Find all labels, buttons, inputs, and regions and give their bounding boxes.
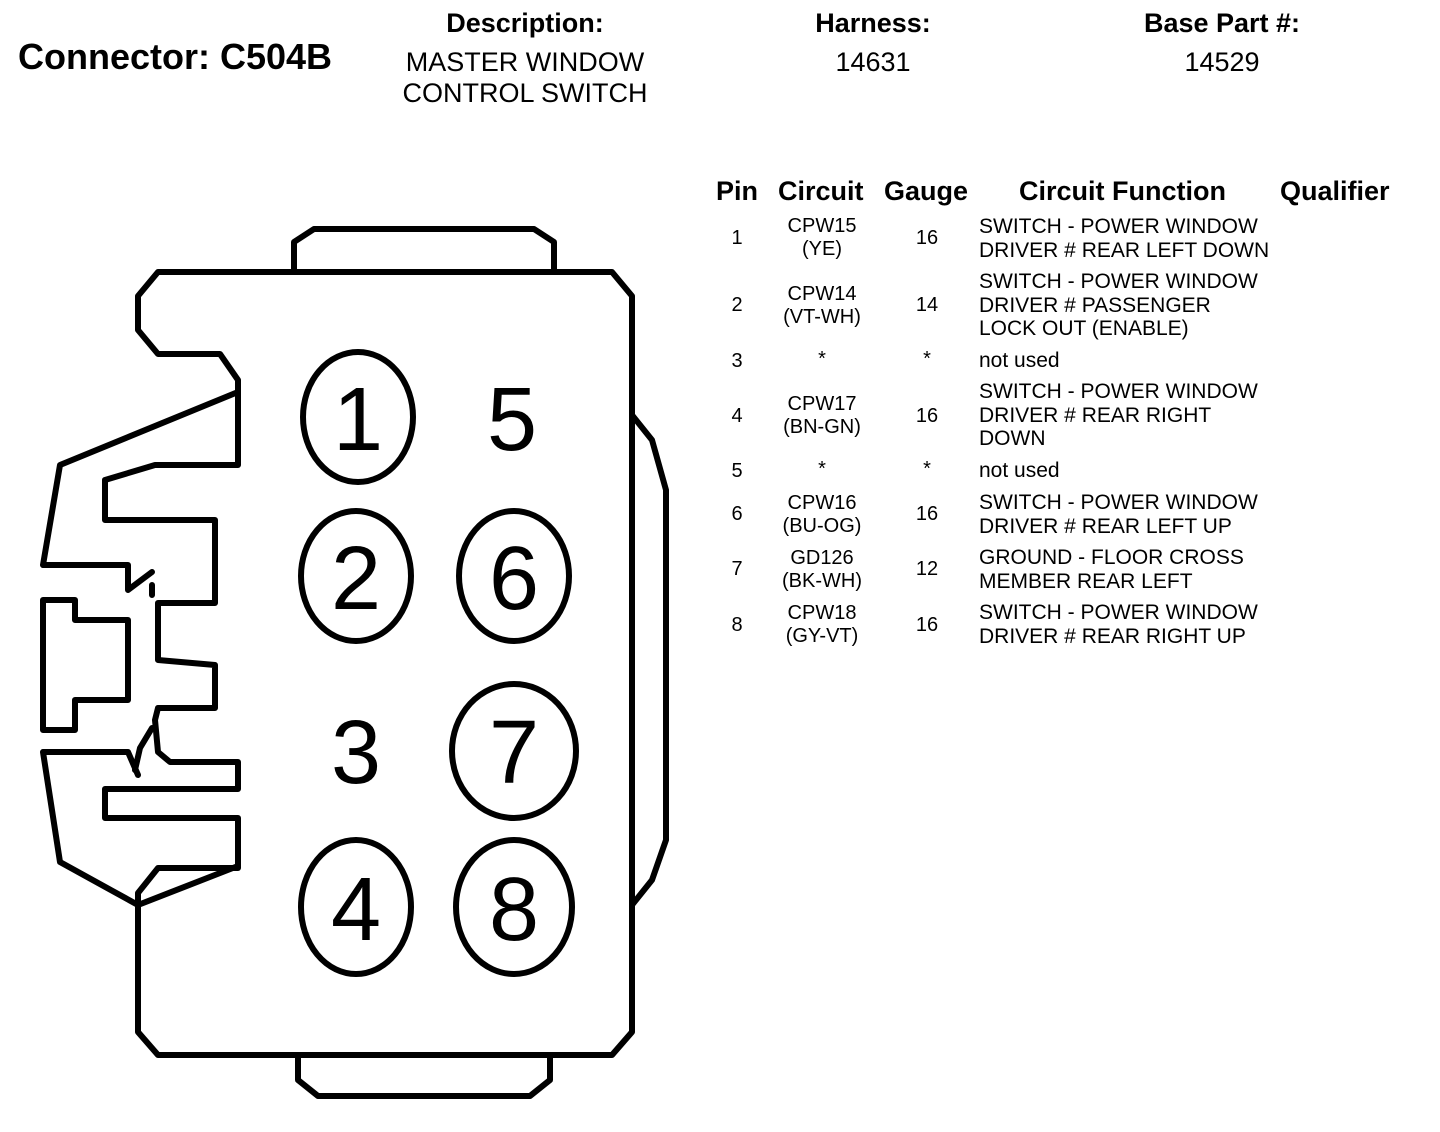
pin-6-circle <box>456 508 572 644</box>
cell-circuit: CPW15 (YE) <box>787 215 857 260</box>
left-retention-block <box>40 597 131 733</box>
pin-2-circle <box>298 508 414 644</box>
col-header-qualifier: Qualifier <box>1280 176 1390 206</box>
cell-pin: 6 <box>731 503 743 525</box>
pin-3-number: 3 <box>331 703 381 803</box>
col-header-pin: Pin <box>716 176 759 206</box>
cell-function: SWITCH - POWER WINDOW DRIVER # REAR RIGH… <box>979 380 1258 450</box>
description-label: Description: <box>446 8 604 38</box>
left-locking-arm <box>40 389 241 593</box>
cell-function: not used <box>979 459 1060 482</box>
harness-label: Harness: <box>815 8 931 38</box>
cell-pin: 3 <box>731 350 743 372</box>
cell-pin: 4 <box>731 405 743 427</box>
connector-housing-outline <box>102 269 635 1058</box>
harness-value: 14631 <box>835 47 911 77</box>
cell-circuit: CPW18 (GY-VT) <box>785 602 859 647</box>
cell-circuit: CPW17 (BN-GN) <box>783 393 861 438</box>
cell-pin: 5 <box>731 460 743 482</box>
bottom-latch-tab <box>295 1054 553 1099</box>
cell-gauge: 12 <box>915 558 939 580</box>
col-header-gauge: Gauge <box>884 176 969 206</box>
cell-pin: 1 <box>731 227 743 249</box>
cell-gauge: 14 <box>915 294 939 316</box>
cell-gauge: 16 <box>915 503 939 525</box>
base-part-value: 14529 <box>1184 47 1260 77</box>
cell-pin: 2 <box>731 294 743 316</box>
cell-function: GROUND - FLOOR CROSS MEMBER REAR LEFT <box>979 546 1244 593</box>
cell-pin: 8 <box>731 614 743 636</box>
cell-gauge: 16 <box>915 227 939 249</box>
cell-circuit: CPW16 (BU-OG) <box>782 492 862 537</box>
pin-1-number: 1 <box>333 370 383 470</box>
cell-gauge: 16 <box>915 614 939 636</box>
cell-function: SWITCH - POWER WINDOW DRIVER # PASSENGER… <box>979 270 1258 340</box>
cell-function: SWITCH - POWER WINDOW DRIVER # REAR LEFT… <box>979 491 1258 538</box>
cell-gauge: * <box>923 458 931 480</box>
pin-6-number: 6 <box>489 529 539 629</box>
cell-gauge: * <box>923 348 931 370</box>
pin-4-number: 4 <box>331 860 381 960</box>
cell-circuit: * <box>818 458 826 480</box>
top-latch-tab <box>291 226 557 273</box>
col-header-function: Circuit Function <box>1019 176 1226 206</box>
pin-4-circle <box>298 837 414 977</box>
pin-1-circle <box>300 349 416 485</box>
cell-function: SWITCH - POWER WINDOW DRIVER # REAR LEFT… <box>979 215 1270 262</box>
right-side-rail <box>629 412 669 908</box>
pin-7-circle <box>449 681 579 821</box>
description-value: MASTER WINDOW CONTROL SWITCH <box>402 47 648 108</box>
cell-pin: 7 <box>731 558 743 580</box>
cell-circuit: CPW14 (VT-WH) <box>783 283 861 328</box>
connector-title: Connector: C504B <box>18 36 333 77</box>
connector-face-diagram: 1 5 2 6 3 7 4 8 <box>40 226 669 1099</box>
left-lower-arm <box>40 749 241 908</box>
pin-8-circle <box>453 837 575 977</box>
pin-7-number: 7 <box>489 703 539 803</box>
pin-5-number: 5 <box>487 370 537 470</box>
cell-gauge: 16 <box>915 405 939 427</box>
cell-circuit: * <box>818 348 826 370</box>
cell-circuit: GD126 (BK-WH) <box>782 547 862 592</box>
cell-function: not used <box>979 349 1060 372</box>
cell-function: SWITCH - POWER WINDOW DRIVER # REAR RIGH… <box>979 601 1258 648</box>
pin-8-number: 8 <box>489 860 539 960</box>
col-header-circuit: Circuit <box>778 176 864 206</box>
base-part-label: Base Part #: <box>1143 8 1301 38</box>
pin-2-number: 2 <box>331 529 381 629</box>
